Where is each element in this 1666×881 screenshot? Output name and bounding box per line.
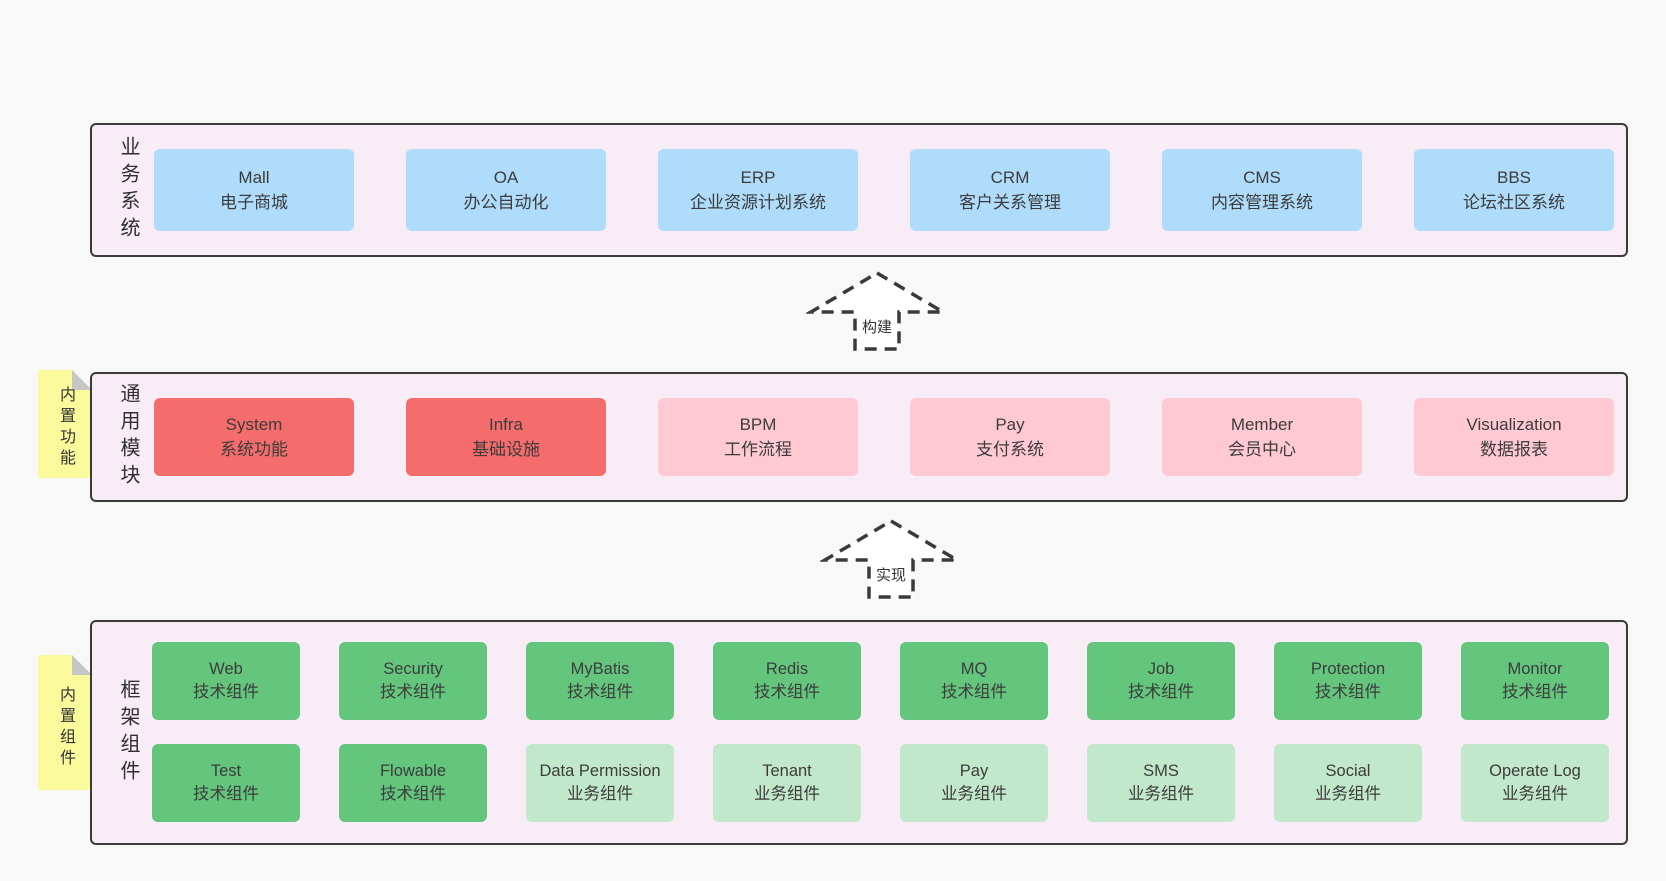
box-bpm: BPM 工作流程 — [658, 398, 858, 476]
box-redis: Redis 技术组件 — [713, 642, 861, 720]
box-mybatis: MyBatis 技术组件 — [526, 642, 674, 720]
box-web: Web 技术组件 — [152, 642, 300, 720]
box-operate-log: Operate Log 业务组件 — [1461, 744, 1609, 822]
box-cms: CMS 内容管理系统 — [1162, 149, 1362, 231]
sticky-tab-label: 内置功能 — [57, 386, 74, 471]
framework-components-grid: Web 技术组件 Security 技术组件 MyBatis 技术组件 Redi… — [152, 642, 1609, 822]
sticky-tab-built-in-features: 内置功能 — [38, 370, 92, 478]
layer-framework-components: 框架组件 Web 技术组件 Security 技术组件 MyBatis 技术组件… — [90, 620, 1628, 845]
layer-business-systems: 业务系统 Mall 电子商城 OA 办公自动化 ERP 企业资源计划系统 CRM… — [90, 123, 1628, 257]
box-mq: MQ 技术组件 — [900, 642, 1048, 720]
implement-arrow: 实现 — [820, 518, 962, 600]
box-test: Test 技术组件 — [152, 744, 300, 822]
box-data-permission: Data Permission 业务组件 — [526, 744, 674, 822]
box-infra: Infra 基础设施 — [406, 398, 606, 476]
box-system: System 系统功能 — [154, 398, 354, 476]
folded-corner-icon — [72, 370, 92, 390]
build-arrow: 构建 — [806, 270, 948, 352]
box-job: Job 技术组件 — [1087, 642, 1235, 720]
box-erp: ERP 企业资源计划系统 — [658, 149, 858, 231]
box-sms: SMS 业务组件 — [1087, 744, 1235, 822]
box-flowable: Flowable 技术组件 — [339, 744, 487, 822]
box-mall: Mall 电子商城 — [154, 149, 354, 231]
common-modules-row: System 系统功能 Infra 基础设施 BPM 工作流程 Pay 支付系统… — [154, 374, 1614, 500]
box-security: Security 技术组件 — [339, 642, 487, 720]
framework-components-row-2: Test 技术组件 Flowable 技术组件 Data Permission … — [152, 744, 1609, 822]
box-pay: Pay 支付系统 — [910, 398, 1110, 476]
box-oa: OA 办公自动化 — [406, 149, 606, 231]
box-social: Social 业务组件 — [1274, 744, 1422, 822]
arrow-up-outline-icon — [820, 518, 962, 599]
business-systems-row: Mall 电子商城 OA 办公自动化 ERP 企业资源计划系统 CRM 客户关系… — [154, 125, 1614, 255]
box-visualization: Visualization 数据报表 — [1414, 398, 1614, 476]
arrow-up-outline-icon — [806, 270, 948, 351]
box-bbs: BBS 论坛社区系统 — [1414, 149, 1614, 231]
box-tenant: Tenant 业务组件 — [713, 744, 861, 822]
framework-components-row-1: Web 技术组件 Security 技术组件 MyBatis 技术组件 Redi… — [152, 642, 1609, 720]
layer-label: 框架组件 — [117, 678, 139, 787]
box-monitor: Monitor 技术组件 — [1461, 642, 1609, 720]
layer-label: 业务系统 — [117, 136, 139, 244]
sticky-tab-built-in-components: 内置组件 — [38, 655, 92, 790]
layer-label: 通用模块 — [117, 383, 139, 491]
box-pay-component: Pay 业务组件 — [900, 744, 1048, 822]
box-protection: Protection 技术组件 — [1274, 642, 1422, 720]
arrow-label: 实现 — [871, 564, 911, 585]
box-crm: CRM 客户关系管理 — [910, 149, 1110, 231]
arrow-label: 构建 — [857, 316, 897, 337]
folded-corner-icon — [72, 655, 92, 675]
box-member: Member 会员中心 — [1162, 398, 1362, 476]
layer-common-modules: 通用模块 System 系统功能 Infra 基础设施 BPM 工作流程 Pay… — [90, 372, 1628, 502]
sticky-tab-label: 内置组件 — [57, 685, 74, 770]
